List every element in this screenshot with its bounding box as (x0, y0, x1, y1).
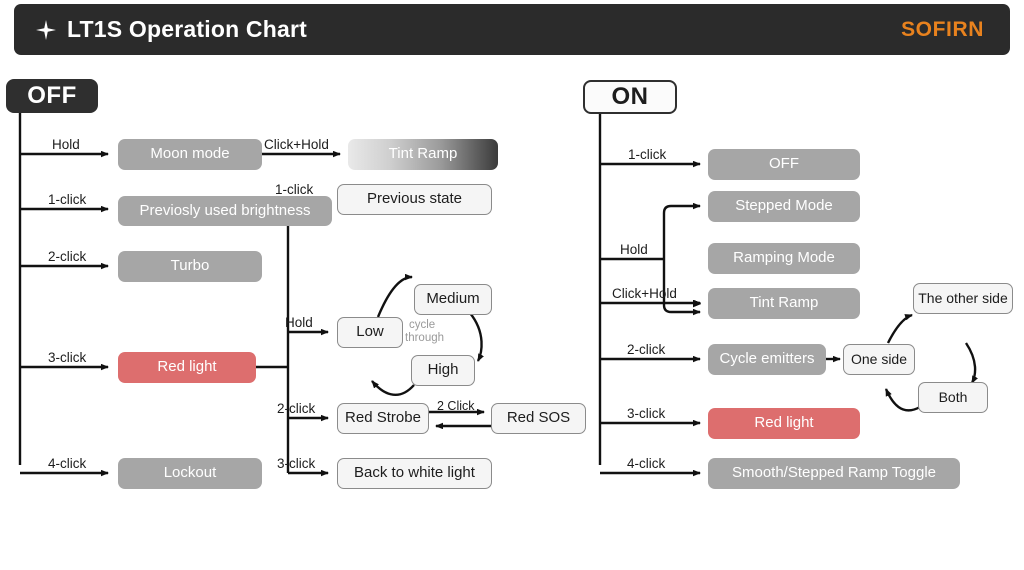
edge-label-off-hold: Hold (52, 137, 80, 152)
edge-label-on-3-click: 3-click (627, 406, 666, 421)
node-one-side[interactable]: One side (843, 344, 915, 375)
operation-chart-canvas: OFF Hold Moon mode Click+Hold Tint Ramp … (0, 55, 1024, 570)
node-cycle-emitters[interactable]: Cycle emitters (708, 344, 826, 375)
node-red-light-off[interactable]: Red light (118, 352, 256, 383)
node-moon-mode[interactable]: Moon mode (118, 139, 262, 170)
edge-label-on-2-click: 2-click (627, 342, 666, 357)
node-back-to-white-light[interactable]: Back to white light (337, 458, 492, 489)
node-previously-used-brightness[interactable]: Previosly used brightness (118, 196, 332, 226)
edge-label-2-click-sos: 2 Click (437, 399, 475, 413)
edge-label-red-3-click: 3-click (277, 456, 316, 471)
brand-logo: SOFIRN (901, 17, 984, 41)
node-both[interactable]: Both (918, 382, 988, 413)
node-previous-state[interactable]: Previous state (337, 184, 492, 215)
node-low[interactable]: Low (337, 317, 403, 348)
edge-label-on-4-click: 4-click (627, 456, 666, 471)
node-on-off[interactable]: OFF (708, 149, 860, 180)
node-high[interactable]: High (411, 355, 475, 386)
node-turbo[interactable]: Turbo (118, 251, 262, 282)
edge-label-red-2-click: 2-click (277, 401, 316, 416)
edge-label-on-1-click: 1-click (628, 147, 667, 162)
page-title: LT1S Operation Chart (67, 16, 307, 42)
node-the-other-side[interactable]: The other side (913, 283, 1013, 314)
edge-label-off-2-click: 2-click (48, 249, 87, 264)
cycle-through-label-line2: through (405, 332, 445, 344)
node-red-strobe[interactable]: Red Strobe (337, 403, 429, 434)
edge-label-on-click-hold: Click+Hold (612, 286, 677, 301)
state-badge-on: ON (583, 80, 677, 114)
connector-wires (18, 105, 978, 477)
node-tint-ramp-on[interactable]: Tint Ramp (708, 288, 860, 319)
edge-label-off-3-click: 3-click (48, 350, 87, 365)
node-medium[interactable]: Medium (414, 284, 492, 315)
cycle-through-label-line1: cycle (409, 319, 436, 331)
sparkle-icon (36, 19, 56, 40)
edge-label-red-1-click: 1-click (275, 182, 314, 197)
edge-label-click-hold-tint: Click+Hold (264, 137, 329, 152)
node-stepped-mode[interactable]: Stepped Mode (708, 191, 860, 222)
node-smooth-stepped-ramp-toggle[interactable]: Smooth/Stepped Ramp Toggle (708, 458, 960, 489)
app-header: LT1S Operation Chart SOFIRN (14, 4, 1010, 55)
node-lockout[interactable]: Lockout (118, 458, 262, 489)
node-tint-ramp-off[interactable]: Tint Ramp (348, 139, 498, 170)
node-ramping-mode[interactable]: Ramping Mode (708, 243, 860, 274)
node-red-light-on[interactable]: Red light (708, 408, 860, 439)
node-red-sos[interactable]: Red SOS (491, 403, 586, 434)
edge-label-off-4-click: 4-click (48, 456, 87, 471)
edge-label-off-1-click: 1-click (48, 192, 87, 207)
edge-label-red-hold: Hold (285, 315, 313, 330)
state-badge-off: OFF (6, 79, 98, 113)
edge-label-on-hold: Hold (620, 242, 648, 257)
